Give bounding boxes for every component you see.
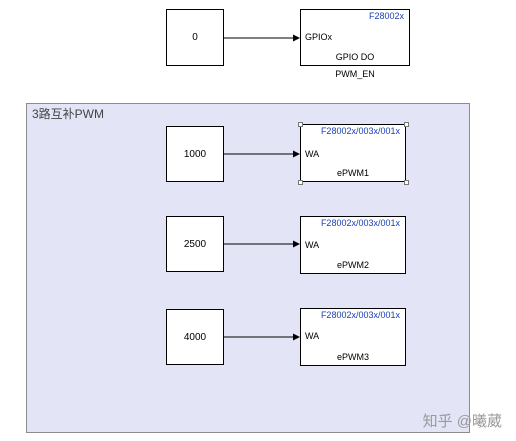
constant-value: 4000	[183, 331, 207, 343]
input-port-label: GPIOx	[305, 32, 333, 42]
selection-handle-bottom-right[interactable]	[404, 180, 409, 185]
input-port-label: WA	[305, 331, 320, 341]
block-name: ePWM1	[336, 168, 369, 178]
area-title: 3路互补PWM	[32, 107, 105, 121]
input-port-label: WA	[305, 240, 320, 250]
selection-handle-top-right[interactable]	[404, 122, 409, 127]
epwm3-block[interactable]: F28002x/003x/001x WA ePWM3	[300, 308, 406, 366]
block-label-pwm-en: PWM_EN	[335, 69, 375, 79]
constant-block-1[interactable]: 1000	[166, 126, 224, 182]
block-model-label: F28002x/003x/001x	[320, 218, 400, 228]
constant-block-3[interactable]: 4000	[166, 309, 224, 365]
arrowhead	[293, 333, 300, 341]
constant-value: 2500	[183, 238, 207, 250]
block-model-label: F28002x/003x/001x	[320, 126, 400, 136]
epwm1-block[interactable]: F28002x/003x/001x WA ePWM1	[300, 124, 406, 182]
block-model-label: F28002x	[368, 11, 404, 21]
gpio-do-block[interactable]: F28002x GPIOx GPIO DO	[300, 9, 410, 66]
block-name: GPIO DO	[335, 52, 375, 62]
selection-handle-top-left[interactable]	[298, 122, 303, 127]
constant-value: 0	[192, 32, 198, 43]
selection-handle-bottom-left[interactable]	[298, 180, 303, 185]
arrowhead	[293, 240, 300, 248]
constant-block-2[interactable]: 2500	[166, 216, 224, 272]
arrowhead	[293, 34, 300, 42]
epwm2-block[interactable]: F28002x/003x/001x WA ePWM2	[300, 216, 406, 274]
block-name: ePWM2	[336, 260, 369, 270]
constant-value: 1000	[183, 148, 207, 160]
block-model-label: F28002x/003x/001x	[320, 310, 400, 320]
constant-block-pwm-en[interactable]: 0	[166, 9, 224, 66]
block-name: ePWM3	[336, 352, 369, 362]
arrowhead	[293, 150, 300, 158]
watermark: 知乎 @曦葳	[422, 413, 502, 430]
input-port-label: WA	[305, 149, 320, 159]
